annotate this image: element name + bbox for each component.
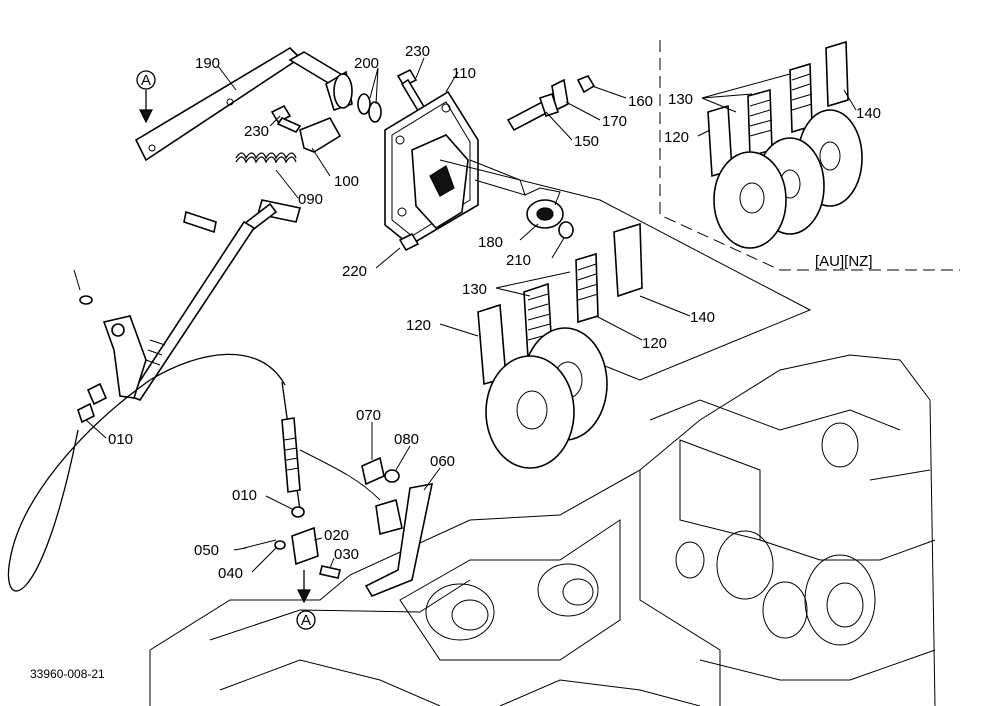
region-note-au-nz: [AU][NZ]: [815, 253, 873, 270]
label-130-au-nz: 130: [668, 91, 693, 108]
nut-160: [576, 75, 596, 94]
label-070: 070: [356, 407, 381, 424]
label-160: 160: [628, 93, 653, 110]
label-020: 020: [324, 527, 349, 544]
label-110: 110: [452, 65, 476, 82]
bolt-230-top: [396, 68, 428, 116]
cable-guide: [299, 449, 381, 501]
label-210: 210: [506, 252, 531, 269]
ref-marker-bottom: [296, 570, 316, 630]
label-140: 140: [690, 309, 715, 326]
bracket-100: [299, 116, 342, 153]
shaft-190: [134, 46, 353, 162]
brake-disc-120-b: [575, 252, 599, 324]
cable-end-rod: [281, 417, 301, 493]
brake-drums-center: [485, 327, 608, 469]
assembly-guide-line: [439, 159, 812, 381]
label-190: 190: [195, 55, 220, 72]
label-010-lower: 010: [232, 487, 257, 504]
part-labels: 190 230 200 110 230 100 090 160 170 150 …: [108, 43, 881, 582]
label-140-au-nz: 140: [856, 105, 881, 122]
o-ring-200-b: [368, 101, 382, 123]
label-010-upper: 010: [108, 431, 133, 448]
cover-plate-110: [384, 90, 526, 246]
label-220: 220: [342, 263, 367, 280]
label-130: 130: [462, 281, 487, 298]
brake-cable: [7, 353, 286, 592]
collar-180: [526, 199, 564, 229]
clip-210: [558, 221, 574, 239]
washer-040: [274, 540, 286, 550]
label-150: 150: [574, 133, 599, 150]
washer-080: [384, 469, 400, 483]
transmission-housing: [149, 354, 936, 706]
label-040: 040: [218, 565, 243, 582]
label-180: 180: [478, 234, 503, 251]
clevis-020: [291, 526, 319, 566]
pin-220: [398, 232, 420, 252]
leader-lines: [85, 57, 857, 573]
brake-pedal-linkage: [73, 199, 302, 424]
ref-marker-bottom-letter: A: [301, 612, 311, 629]
bracket-060-clamp: [375, 498, 403, 536]
label-170: 170: [602, 113, 627, 130]
label-230-middle: 230: [244, 123, 269, 140]
ref-marker-top: [136, 70, 156, 124]
label-230-top: 230: [405, 43, 430, 60]
label-120-b: 120: [642, 335, 667, 352]
au-nz-brake-drums: [713, 109, 863, 249]
label-200: 200: [354, 55, 379, 72]
au-nz-brake-discs-130: [747, 62, 813, 158]
assembly-guide-line-b: [524, 187, 561, 206]
bolt-150: [506, 92, 560, 132]
label-060: 060: [430, 453, 455, 470]
cotter-pin-050: [243, 539, 277, 549]
label-030: 030: [334, 546, 359, 563]
spring-090: [235, 152, 297, 164]
bolt-230-middle: [270, 104, 302, 134]
label-100: 100: [334, 173, 359, 190]
label-080: 080: [394, 431, 419, 448]
au-nz-brake-plate-140: [825, 40, 849, 108]
label-120-au-nz: 120: [664, 129, 689, 146]
label-090: 090: [298, 191, 323, 208]
pin-030: [319, 565, 341, 579]
label-120-a: 120: [406, 317, 431, 334]
ref-marker-top-letter: A: [141, 72, 151, 89]
o-ring-200-a: [357, 93, 371, 115]
brake-plate-140: [613, 222, 643, 298]
nut-010-lower: [291, 506, 305, 518]
label-050: 050: [194, 542, 219, 559]
bolt-070: [361, 456, 385, 486]
au-nz-dashed-frame: [659, 40, 960, 271]
figure-code: 33960-008-21: [30, 667, 105, 681]
bracket-060: [364, 483, 434, 597]
